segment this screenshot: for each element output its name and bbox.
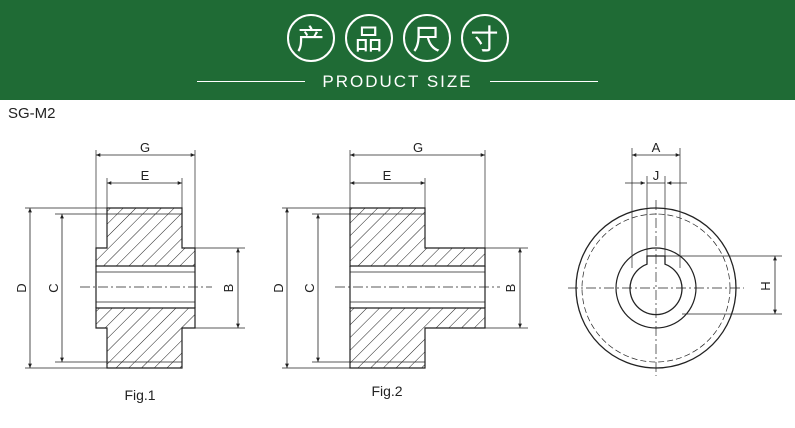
fig1-drawing xyxy=(25,150,245,369)
title-char-2: 品 xyxy=(344,14,393,62)
fig1-section-bottom xyxy=(95,307,196,369)
fig3-label-j: J xyxy=(653,168,660,183)
fig1-section-top xyxy=(95,207,196,267)
fig2-label-g: G xyxy=(413,140,423,155)
subtitle: PRODUCT SIZE xyxy=(322,72,473,91)
fig3-label-h: H xyxy=(758,281,773,290)
fig2-section-bottom xyxy=(349,307,486,369)
fig2-label-c: C xyxy=(302,283,317,292)
title-chars: 产 品 尺 寸 xyxy=(0,14,795,64)
title-char-4: 寸 xyxy=(460,14,509,62)
fig3-drawing xyxy=(568,148,782,376)
fig2-label-b: B xyxy=(503,284,518,293)
fig2-label-e: E xyxy=(383,168,392,183)
fig1-label-b: B xyxy=(221,284,236,293)
subtitle-row: PRODUCT SIZE xyxy=(0,70,795,94)
fig2-section-top xyxy=(349,207,486,267)
fig3-keyway-bore xyxy=(629,255,683,316)
header-banner: 产 品 尺 寸 PRODUCT SIZE xyxy=(0,0,795,100)
subtitle-divider-right xyxy=(490,81,598,82)
fig1-label-c: C xyxy=(46,283,61,292)
fig2-label-d: D xyxy=(271,283,286,292)
title-char-1: 产 xyxy=(286,14,335,62)
fig1-caption: Fig.1 xyxy=(124,387,155,403)
fig1-label-d: D xyxy=(14,283,29,292)
fig2-caption: Fig.2 xyxy=(371,383,402,399)
fig1-label-e: E xyxy=(141,168,150,183)
fig1-label-g: G xyxy=(140,140,150,155)
fig3-label-a: A xyxy=(652,140,661,155)
fig2-drawing xyxy=(282,150,528,369)
subtitle-divider-left xyxy=(197,81,305,82)
title-char-3: 尺 xyxy=(402,14,451,62)
model-label: SG-M2 xyxy=(8,105,56,122)
